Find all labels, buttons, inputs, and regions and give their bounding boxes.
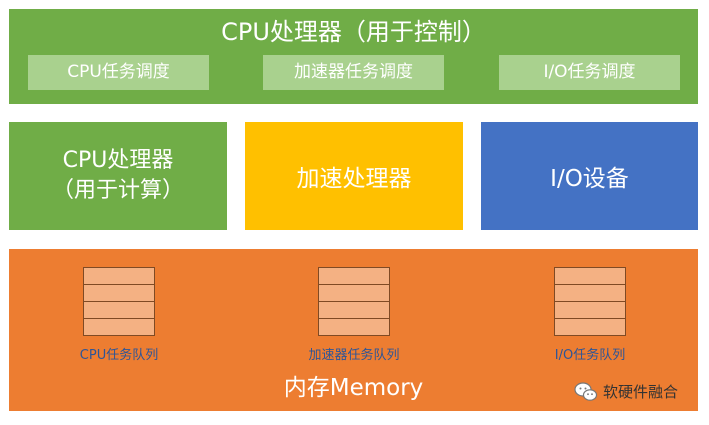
cpu-compute-sublabel: （用于计算） <box>51 178 184 203</box>
queue-slot <box>554 284 626 302</box>
cpu-control-title: CPU处理器（用于控制） <box>221 18 486 46</box>
io-device-block: I/O设备 <box>481 122 698 230</box>
watermark-text: 软硬件融合 <box>603 383 679 401</box>
memory-label: 内存Memory <box>283 375 424 401</box>
io-task-scheduling-box: I/O任务调度 <box>499 55 680 90</box>
cpu-compute-label: CPU处理器 <box>62 148 174 173</box>
cpu-task-queue-label: CPU任务队列 <box>79 348 159 363</box>
queue-slot <box>318 284 390 302</box>
queue-slot <box>554 267 626 285</box>
queue-slot <box>318 318 390 336</box>
io-task-queue <box>554 267 626 336</box>
queue-slot <box>83 318 155 336</box>
queue-slot <box>318 267 390 285</box>
queue-slot <box>83 267 155 285</box>
queue-slot <box>554 318 626 336</box>
wechat-icon <box>574 382 598 401</box>
cpu-compute-block: CPU处理器 （用于计算） <box>9 122 227 230</box>
accelerator-task-scheduling-box: 加速器任务调度 <box>263 55 444 90</box>
queue-slot <box>83 284 155 302</box>
io-task-queue-label: I/O任务队列 <box>554 348 626 363</box>
io-device-label: I/O设备 <box>550 166 629 192</box>
accelerator-block: 加速处理器 <box>245 122 463 230</box>
accelerator-task-queue-label: 加速器任务队列 <box>308 348 400 363</box>
cpu-control-block: CPU处理器（用于控制） CPU任务调度 加速器任务调度 I/O任务调度 <box>9 9 698 104</box>
queue-slot <box>83 301 155 319</box>
accelerator-label: 加速处理器 <box>296 166 412 192</box>
queue-slot <box>554 301 626 319</box>
cpu-task-queue <box>83 267 155 336</box>
cpu-task-scheduling-box: CPU任务调度 <box>28 55 209 90</box>
accelerator-task-queue <box>318 267 390 336</box>
queue-slot <box>318 301 390 319</box>
